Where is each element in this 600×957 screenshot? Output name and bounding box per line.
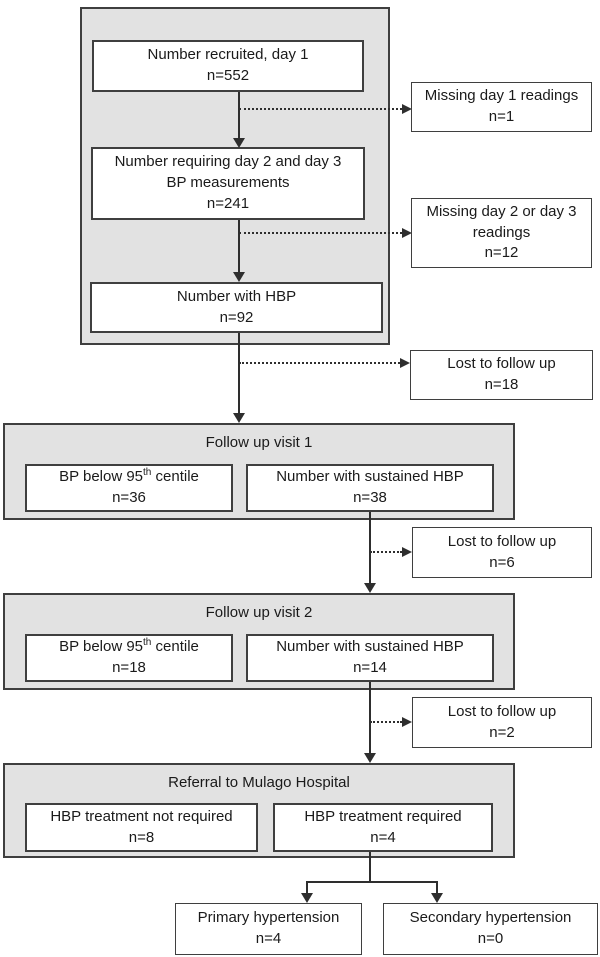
- dotted-arrow-lost-6: [370, 551, 402, 553]
- box-lost-followup-6: Lost to follow up n=6: [412, 527, 592, 578]
- bp-below-pre: BP below 95: [59, 638, 144, 656]
- lost-18-line1: Lost to follow up: [447, 355, 556, 373]
- lost-2-count: n=2: [489, 723, 515, 741]
- visit1-container: Follow up visit 1 BP below 95th centile …: [3, 423, 515, 520]
- lost-6-line1: Lost to follow up: [447, 532, 557, 550]
- dotted-arrow-lost-18: [239, 362, 400, 364]
- box-day23-line1: Number requiring day 2 and day 3: [114, 153, 342, 171]
- treatment-required-line1: HBP treatment required: [304, 807, 462, 825]
- treatment-not-required-count: n=8: [128, 828, 155, 846]
- box-recruited-line1: Number recruited, day 1: [147, 46, 309, 64]
- arrowhead-recruited-to-day23: [233, 138, 245, 148]
- box-secondary-hypertension: Secondary hypertension n=0: [383, 903, 598, 955]
- bp-below-pre: BP below 95: [59, 468, 144, 486]
- bp-below-95-visit2-line1: BP below 95th centile: [59, 637, 199, 658]
- bp-below-95-visit2-count: n=18: [112, 659, 146, 676]
- arrowhead-split-to-secondary: [431, 893, 443, 903]
- bp-below-95-visit1-line1: BP below 95th centile: [59, 467, 199, 488]
- box-hbp-line1: Number with HBP: [176, 287, 297, 305]
- referral-container: Referral to Mulago Hospital HBP treatmen…: [3, 763, 515, 858]
- box-hbp-count: n=92: [219, 308, 254, 326]
- referral-title: Referral to Mulago Hospital: [168, 774, 350, 791]
- box-lost-followup-2: Lost to follow up n=2: [412, 697, 592, 748]
- sustained-hbp-visit2-count: n=14: [353, 659, 387, 676]
- bp-below-95-visit1-count: n=36: [112, 489, 146, 506]
- arrowhead-visit2-to-referral: [364, 753, 376, 763]
- arrow-hbp-to-visit1: [238, 333, 240, 414]
- box-day23-line2: BP measurements: [166, 174, 290, 192]
- dotted-arrow-missing-day1: [239, 108, 402, 110]
- dotted-arrowhead-missing-day1: [402, 104, 412, 114]
- dotted-arrowhead-missing-day23: [402, 228, 412, 238]
- lost-6-count: n=6: [489, 553, 515, 571]
- missing-day23-line2: readings: [472, 223, 531, 241]
- secondary-hypertension-line1: Secondary hypertension: [409, 909, 572, 927]
- arrowhead-split-to-primary: [301, 893, 313, 903]
- dotted-arrowhead-lost-18: [400, 358, 410, 368]
- arrowhead-visit1-to-visit2: [364, 583, 376, 593]
- missing-day1-count: n=1: [488, 108, 515, 125]
- box-number-hbp: Number with HBP n=92: [90, 282, 383, 333]
- missing-day23-line1: Missing day 2 or day 3: [426, 202, 577, 220]
- box-day23-count: n=241: [206, 194, 250, 212]
- bp-below-post: centile: [151, 638, 199, 656]
- secondary-hypertension-count: n=0: [477, 930, 504, 947]
- box-sustained-hbp-visit1: Number with sustained HBP n=38: [246, 464, 494, 512]
- visit2-title: Follow up visit 2: [205, 604, 313, 621]
- box-day23-required: Number requiring day 2 and day 3 BP meas…: [91, 147, 365, 220]
- box-treatment-not-required: HBP treatment not required n=8: [25, 803, 258, 852]
- primary-hypertension-count: n=4: [255, 930, 282, 947]
- sustained-hbp-visit2-line1: Number with sustained HBP: [276, 638, 464, 656]
- arrow-split-to-secondary: [436, 881, 438, 895]
- arrowhead-day23-to-hbp: [233, 272, 245, 282]
- sustained-hbp-visit1-line1: Number with sustained HBP: [276, 468, 464, 486]
- treatment-required-count: n=4: [370, 828, 396, 846]
- arrow-referral-split-stem: [369, 852, 371, 883]
- dotted-arrow-missing-day23: [239, 232, 402, 234]
- arrow-day23-to-hbp: [238, 220, 240, 273]
- arrow-split-to-primary: [306, 881, 308, 895]
- box-bp-below-95-visit2: BP below 95th centile n=18: [25, 634, 233, 682]
- box-primary-hypertension: Primary hypertension n=4: [175, 903, 362, 955]
- lost-2-line1: Lost to follow up: [447, 702, 557, 720]
- arrow-visit1-to-visit2: [369, 512, 371, 584]
- dotted-arrowhead-lost-6: [402, 547, 412, 557]
- bp-below-sup: th: [143, 467, 152, 479]
- primary-hypertension-line1: Primary hypertension: [197, 909, 340, 927]
- missing-day23-count: n=12: [484, 244, 519, 262]
- box-treatment-required: HBP treatment required n=4: [273, 803, 493, 852]
- visit2-container: Follow up visit 2 BP below 95th centile …: [3, 593, 515, 690]
- arrow-recruited-to-day23: [238, 92, 240, 139]
- visit1-title: Follow up visit 1: [205, 434, 313, 451]
- box-sustained-hbp-visit2: Number with sustained HBP n=14: [246, 634, 494, 682]
- box-recruited-count: n=552: [206, 67, 250, 84]
- dotted-arrowhead-lost-2: [402, 717, 412, 727]
- box-missing-day23: Missing day 2 or day 3 readings n=12: [411, 198, 592, 268]
- box-recruited: Number recruited, day 1 n=552: [92, 40, 364, 92]
- missing-day1-line1: Missing day 1 readings: [424, 87, 579, 105]
- box-bp-below-95-visit1: BP below 95th centile n=36: [25, 464, 233, 512]
- arrowhead-hbp-to-visit1: [233, 413, 245, 423]
- treatment-not-required-line1: HBP treatment not required: [50, 807, 233, 825]
- sustained-hbp-visit1-count: n=38: [353, 489, 387, 506]
- dotted-arrow-lost-2: [370, 721, 402, 723]
- box-missing-day1: Missing day 1 readings n=1: [411, 82, 592, 132]
- arrow-visit2-to-referral: [369, 682, 371, 754]
- bp-below-post: centile: [151, 468, 199, 486]
- bp-below-sup: th: [143, 637, 152, 649]
- arrow-referral-split-bar: [306, 881, 438, 883]
- lost-18-count: n=18: [484, 376, 519, 393]
- box-lost-followup-18: Lost to follow up n=18: [410, 350, 593, 400]
